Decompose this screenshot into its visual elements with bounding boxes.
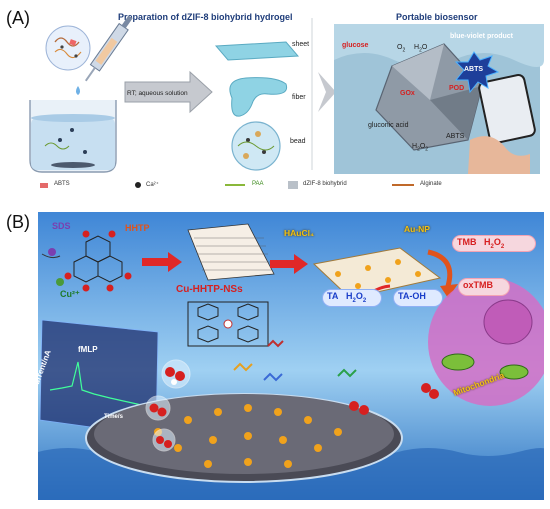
tmb-h2o2-label: H2O2 <box>484 237 505 250</box>
oxtmb-pill <box>458 278 510 296</box>
legend-ca: Ca²⁺ <box>146 182 159 188</box>
reaction-condition-text: RT; aqueous solution <box>127 90 188 97</box>
tmb-h2o2-pill <box>452 235 536 252</box>
pod-label: POD <box>449 85 465 92</box>
time-axis-label: Time/s <box>104 414 123 420</box>
legend-dzif-icon <box>288 181 298 189</box>
blue-violet-product-label: blue-violet product <box>450 33 513 40</box>
o2-label: O2 <box>397 44 406 54</box>
legend-alginate: Alginate <box>420 181 442 187</box>
haucl4-label: HAuCl₄ <box>284 228 315 238</box>
tmb-label: TMB <box>457 237 477 247</box>
legend-abts: ABTS <box>54 181 70 187</box>
panel-a-title-right: Portable biosensor <box>396 12 478 22</box>
legend-abts-icon <box>40 183 48 188</box>
shape-sheet-label: sheet <box>292 41 310 48</box>
ta-h2o2-label: H2O2 <box>346 291 367 304</box>
shape-bead-label: bead <box>290 138 306 145</box>
ta-h2o2-pill <box>322 289 382 307</box>
panel-a-label: (A) <box>6 8 30 28</box>
au-np-label: Au-NP <box>404 224 430 234</box>
panel-a-title-left: Preparation of dZIF-8 biohybrid hydrogel <box>118 12 293 22</box>
fmlp-label: fMLP <box>78 345 98 354</box>
panel-b-label: (B) <box>6 212 30 232</box>
shape-fiber-label: fiber <box>292 94 306 101</box>
gluconic-acid-label: gluconic acid <box>368 122 409 129</box>
abts-label: ABTS <box>446 133 465 140</box>
cu-hhtp-nss-label: Cu-HHTP-NSs <box>176 284 243 295</box>
sds-label: SDS <box>52 221 71 231</box>
legend-row: ABTS Ca²⁺ PAA dZIF-8 biohybrid Alginate <box>40 181 540 195</box>
legend-dzif: dZIF-8 biohybrid <box>303 181 347 187</box>
ta-label: TA <box>327 291 339 301</box>
h2o2-label: H2O2 <box>412 143 429 153</box>
cu-label: Cu²⁺ <box>60 289 80 299</box>
legend-alginate-icon <box>392 184 414 186</box>
synthesis-illustration <box>29 15 544 174</box>
legend-paa: PAA <box>252 181 264 187</box>
h2o-label: H2O <box>414 44 428 54</box>
hhtp-label: HHTP <box>125 223 150 233</box>
ta-oh-pill <box>393 289 443 307</box>
gox-label: GOx <box>400 90 415 97</box>
panel-b-illustration <box>38 212 544 500</box>
legend-paa-icon <box>225 184 245 186</box>
oxtmb-label: oxTMB <box>463 280 493 290</box>
abts-oxidized-label: ABTS <box>464 66 484 73</box>
ta-oh-label: TA-OH <box>398 291 426 301</box>
legend-ca-icon <box>135 182 141 188</box>
glucose-label: glucose <box>342 42 369 49</box>
